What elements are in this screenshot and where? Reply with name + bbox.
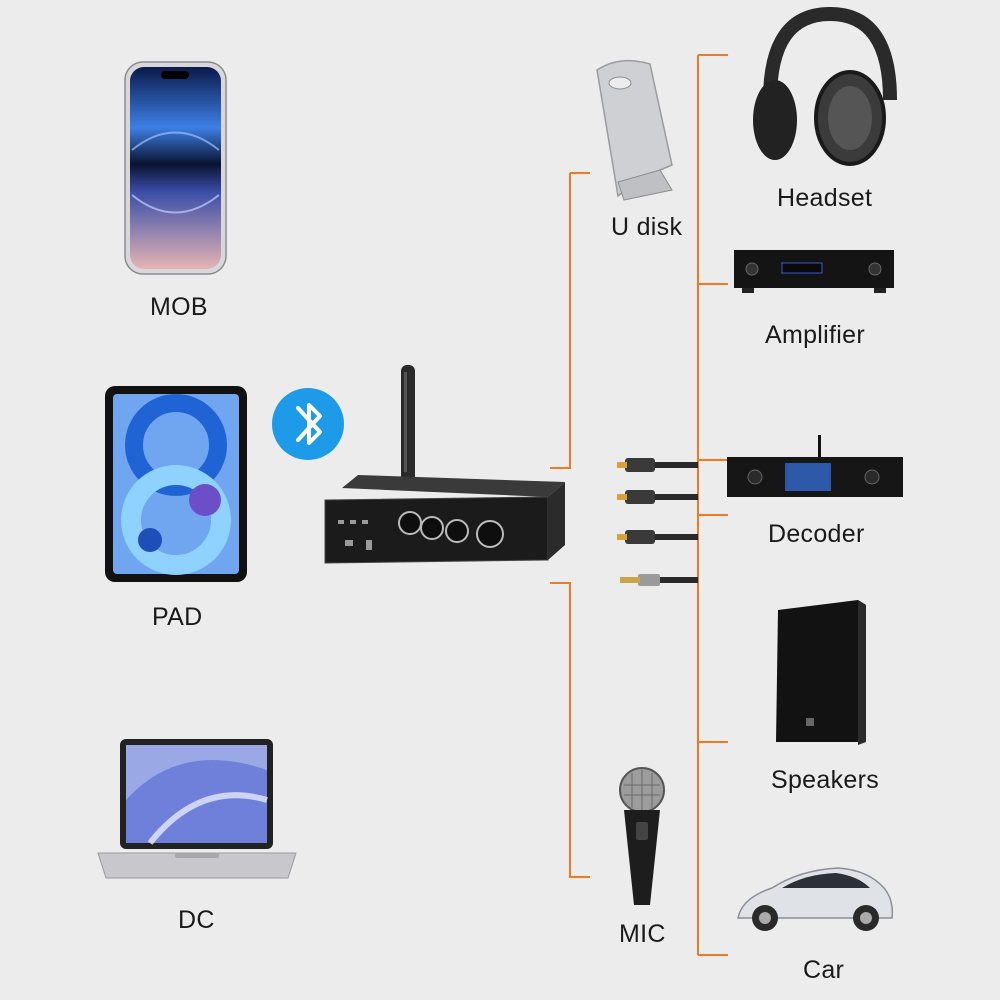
output-label-decoder: Decoder: [768, 520, 865, 548]
output-label-car: Car: [803, 956, 845, 984]
source-label-dc: DC: [178, 906, 215, 934]
input-label-u-disk: U disk: [611, 213, 683, 241]
output-label-headset: Headset: [777, 184, 873, 212]
usb-connector-line: [550, 172, 590, 469]
source-label-mob: MOB: [150, 293, 208, 321]
mic-connector-line: [550, 582, 590, 878]
output-label-speakers: Speakers: [771, 766, 880, 794]
input-label-mic: MIC: [619, 920, 666, 948]
output-label-amplifier: Amplifier: [765, 321, 865, 349]
source-label-pad: PAD: [152, 603, 203, 631]
